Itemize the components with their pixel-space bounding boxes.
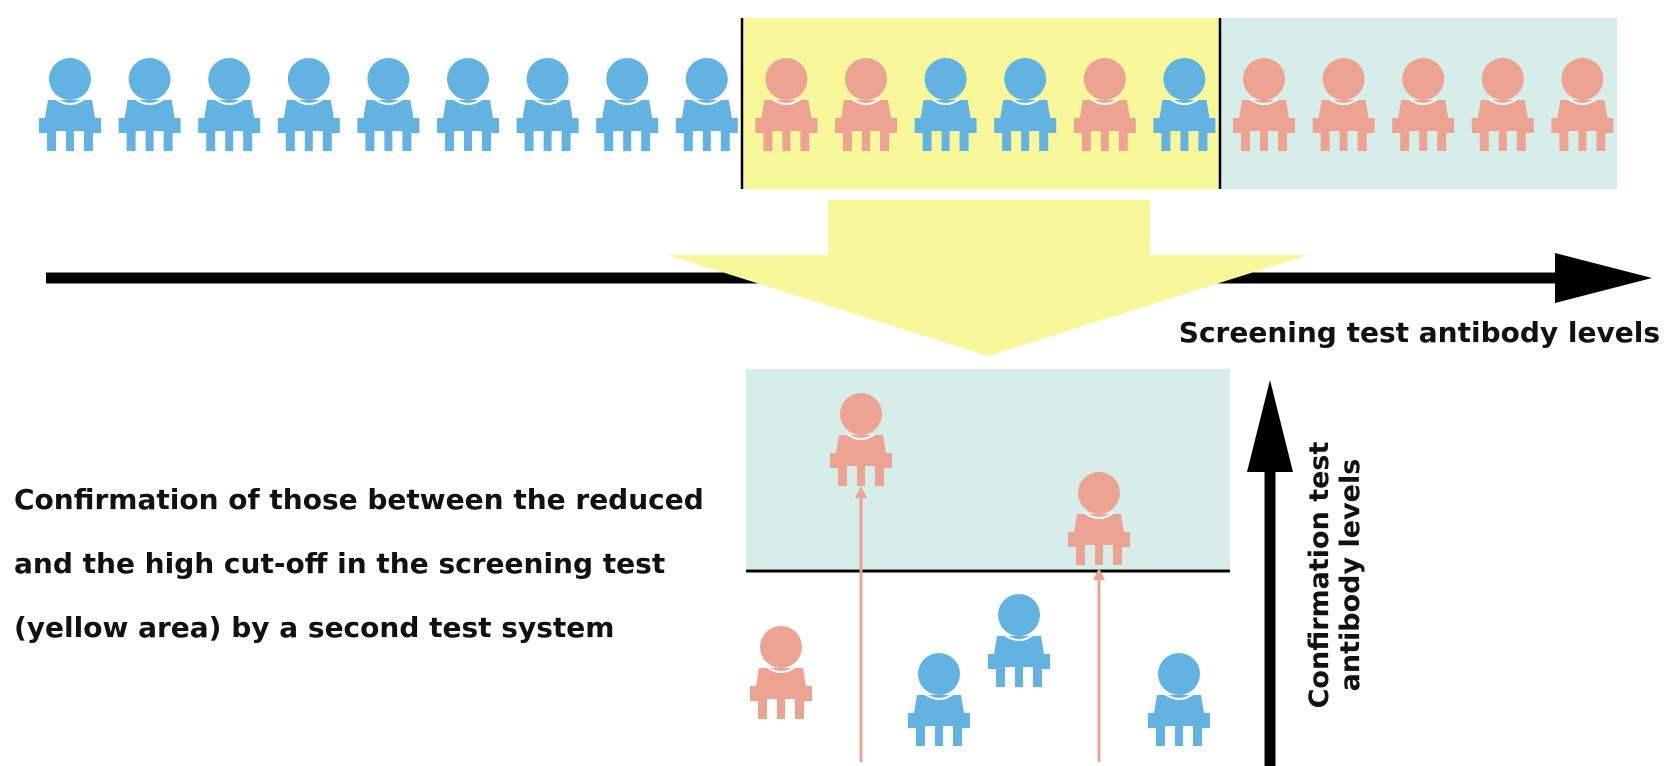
person-icon-negative xyxy=(674,57,739,152)
description-line-3: (yellow area) by a second test system xyxy=(14,611,615,644)
person-icon-negative xyxy=(38,57,102,152)
confirmation-arrowhead-1 xyxy=(855,486,867,498)
person-icon-positive xyxy=(749,625,813,720)
confirmation-positive-zone xyxy=(746,369,1230,569)
description-text: Confirmation of those between the reduce… xyxy=(14,483,734,675)
person-icon-negative xyxy=(117,57,182,152)
screening-axis-arrowhead xyxy=(1555,253,1652,303)
person-icon-negative xyxy=(515,57,580,152)
person-icon-negative xyxy=(987,593,1051,688)
confirmation-arrows xyxy=(855,486,1105,762)
person-icon-negative xyxy=(595,57,660,152)
person-icon-negative xyxy=(356,57,421,152)
transfer-arrow xyxy=(668,200,1308,356)
confirmation-axis-label-line2: antibody levels xyxy=(1335,459,1366,692)
description-line-1: Confirmation of those between the reduce… xyxy=(14,483,704,516)
confirmation-axis-arrowhead xyxy=(1247,380,1293,472)
screening-axis-label: Screening test antibody levels xyxy=(1179,316,1660,349)
person-icon-negative xyxy=(1147,652,1211,747)
person-icon-negative xyxy=(436,57,500,152)
grey-zone-region xyxy=(742,18,1220,189)
confirmation-axis-label-line1: Confirmation test xyxy=(1304,442,1335,709)
description-line-2: and the high cut-off in the screening te… xyxy=(14,547,666,580)
person-icon-negative xyxy=(197,57,262,152)
confirmation-arrowhead-2 xyxy=(1093,568,1105,580)
person-icon-negative xyxy=(276,57,341,152)
person-icon-negative xyxy=(907,652,971,747)
